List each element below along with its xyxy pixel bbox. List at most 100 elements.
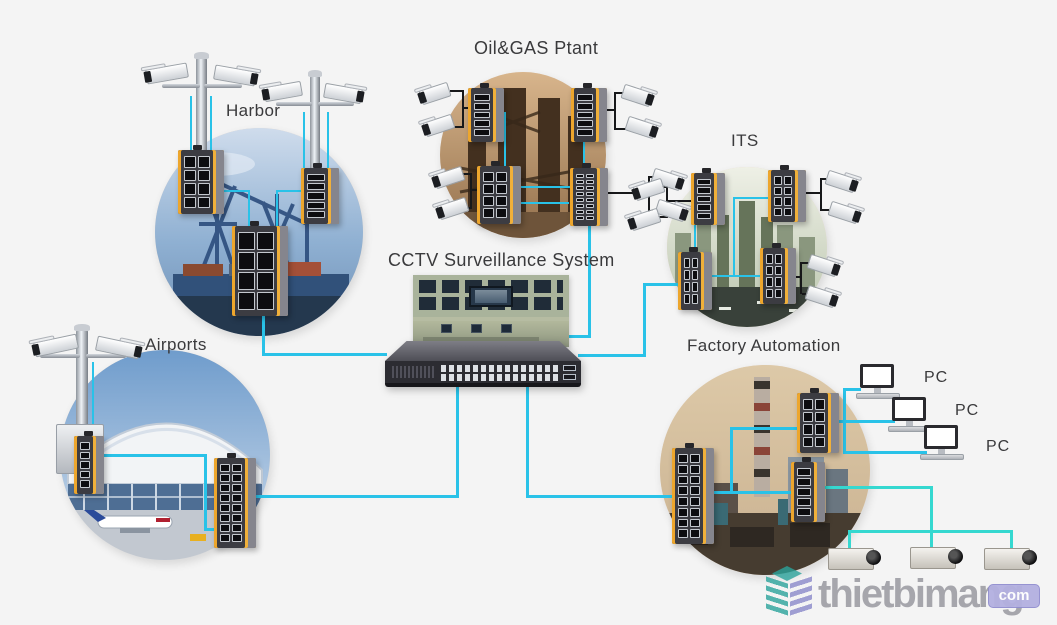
rj45-port <box>766 288 773 298</box>
bracket <box>656 216 666 218</box>
link <box>248 495 459 498</box>
bracket <box>452 126 462 128</box>
rj45-port <box>80 461 90 469</box>
rj45-port <box>678 464 688 474</box>
rj45-port <box>220 484 230 492</box>
rj45-port <box>184 156 196 168</box>
link <box>248 190 250 226</box>
rj45-port <box>774 176 782 185</box>
link <box>843 451 927 454</box>
rj45-port <box>220 524 230 532</box>
rj45-port <box>238 232 255 250</box>
link <box>276 190 278 226</box>
link <box>521 202 569 204</box>
industrial-switch-5port <box>571 83 607 142</box>
rj45-port <box>775 265 782 275</box>
rj45-port <box>232 494 242 502</box>
rj45-port <box>232 484 242 492</box>
rj45-port <box>690 486 700 495</box>
rj45-port <box>678 497 688 506</box>
bracket <box>614 92 616 130</box>
rj45-port <box>576 174 584 178</box>
rj45-port <box>684 294 690 304</box>
sfp-slot <box>563 374 576 380</box>
rj45-port <box>198 156 210 168</box>
sfp-slot <box>563 365 576 371</box>
rj45-port <box>690 464 700 474</box>
link <box>831 420 895 423</box>
link <box>588 224 591 338</box>
industrial-switch-8port <box>232 221 288 316</box>
rj45-port <box>220 464 230 472</box>
rj45-port <box>797 498 811 506</box>
camera-arm <box>86 354 126 358</box>
desk-monitor <box>441 324 452 333</box>
rj45-port <box>576 216 584 220</box>
link <box>694 225 696 253</box>
rj45-port <box>80 480 90 488</box>
link <box>303 112 305 170</box>
rj45-port <box>797 508 811 516</box>
industrial-switch-5port <box>468 83 504 142</box>
rj45-port <box>684 258 690 268</box>
rj45-port <box>815 411 825 422</box>
link <box>643 283 646 357</box>
factory-label: Factory Automation <box>687 336 841 355</box>
control-room-photo <box>413 275 569 347</box>
cctv-camera-icon <box>140 62 189 85</box>
rj45-port <box>198 196 210 208</box>
rj45-port <box>684 282 690 292</box>
rj45-port <box>775 288 782 298</box>
rj45-port <box>576 198 584 202</box>
port-row <box>441 365 559 372</box>
rj45-port <box>774 197 782 206</box>
oil-gas-label: Oil&GAS Ptant <box>474 38 599 58</box>
rj45-port <box>803 411 813 422</box>
pc-label: PC <box>986 438 1011 455</box>
rj45-port <box>198 183 210 195</box>
airports-label: Airports <box>145 335 207 354</box>
rj45-port <box>307 192 325 200</box>
link <box>578 354 646 357</box>
link <box>712 491 792 494</box>
link <box>843 388 846 454</box>
cctv-camera-icon <box>322 82 368 105</box>
rj45-port <box>232 514 242 522</box>
camera-pole <box>194 52 209 154</box>
brand-logo-icon <box>790 576 812 618</box>
rj45-port <box>232 464 242 472</box>
rj45-port <box>690 529 700 538</box>
rj45-port <box>692 258 698 268</box>
rj45-port <box>586 186 594 190</box>
rj45-port <box>483 184 494 194</box>
link <box>930 530 933 550</box>
rj45-port <box>697 212 711 219</box>
rj45-port <box>238 272 255 290</box>
rj45-port <box>576 192 584 196</box>
bracket <box>462 90 464 128</box>
industrial-switch-8port <box>477 161 521 224</box>
rj45-port <box>307 210 325 218</box>
link <box>848 530 851 550</box>
link <box>262 353 387 356</box>
rj45-port <box>697 179 711 186</box>
bracket <box>450 90 462 92</box>
camera-arm <box>162 84 200 88</box>
rj45-port <box>586 180 594 184</box>
bracket <box>800 262 802 294</box>
rj45-port <box>586 204 594 208</box>
bracket <box>608 192 648 194</box>
rj45-port <box>483 196 494 206</box>
rj45-port <box>692 282 698 292</box>
box-camera-icon <box>984 546 1037 570</box>
link <box>277 190 301 192</box>
rj45-port <box>797 478 811 486</box>
rj45-port <box>692 270 698 280</box>
camera-arm <box>276 102 312 106</box>
rj45-port <box>775 277 782 287</box>
rack-switch-base <box>385 383 581 387</box>
rj45-port <box>496 172 507 182</box>
brand-logo-icon <box>772 566 802 581</box>
industrial-switch-8port <box>760 243 796 304</box>
rj45-port <box>766 277 773 287</box>
